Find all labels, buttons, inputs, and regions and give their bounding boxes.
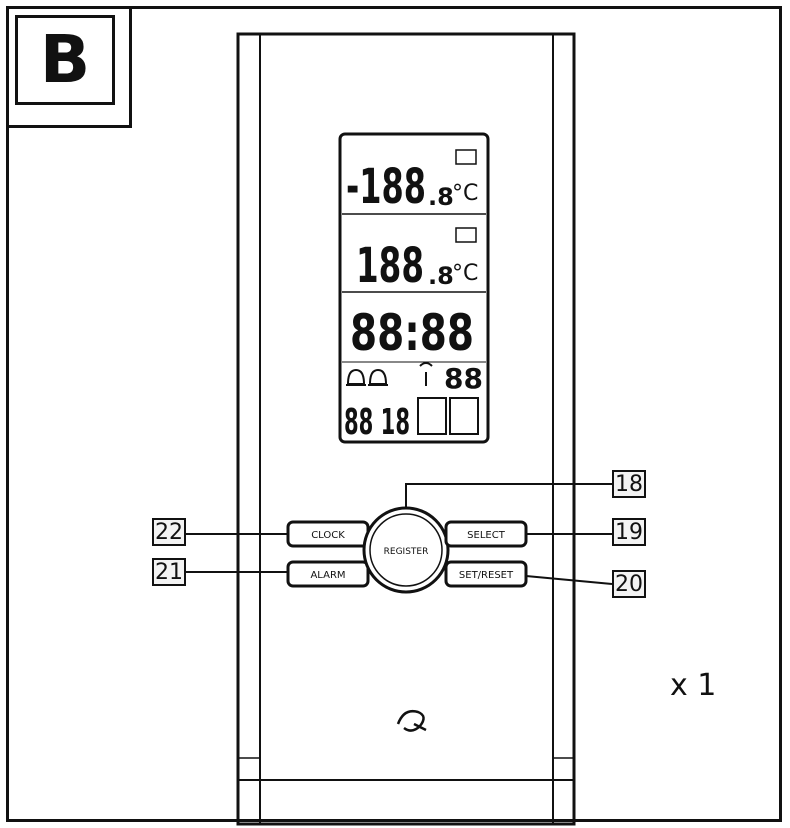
lcd-date: 88 18	[344, 402, 410, 443]
set-reset-button-label: SET/RESET	[459, 570, 514, 581]
alarm-button[interactable]: ALARM	[286, 560, 370, 588]
alarm-button-label: ALARM	[310, 570, 345, 581]
lcd-indoor-decimal: .8	[428, 262, 454, 290]
lcd-weekday-segment-1	[417, 397, 447, 435]
callout-leader-lines	[186, 483, 613, 585]
callout-22-clock: 22	[152, 518, 186, 546]
callout-21-alarm: 21	[152, 558, 186, 586]
lcd-outdoor-decimal: .8	[428, 183, 454, 211]
lcd-weekday-segment-2	[449, 397, 479, 435]
panel-tag-box: B	[15, 15, 115, 105]
lcd-small-digits: 88	[444, 362, 483, 395]
lcd-screen: -188 .8 °C 188 .8 °C 88:88 88 88 18	[338, 132, 490, 444]
clock-button[interactable]: CLOCK	[286, 520, 370, 548]
lcd-alarm1-icon	[346, 368, 366, 386]
callout-18-register: 18	[612, 470, 646, 498]
callout-20-set-reset: 20	[612, 570, 646, 598]
quantity-label: x 1	[670, 668, 717, 703]
lcd-time: 88:88	[350, 304, 474, 362]
device-body	[236, 32, 576, 826]
lcd-outdoor-signal-icon	[455, 149, 477, 165]
lcd-indoor-temp: 188	[356, 238, 424, 294]
set-reset-button[interactable]: SET/RESET	[444, 560, 528, 588]
brand-logo-icon	[396, 710, 427, 732]
panel-frame	[6, 6, 782, 822]
register-button[interactable]: REGISTER	[362, 506, 450, 594]
lcd-outdoor-temp: -188	[346, 159, 426, 215]
select-button-label: SELECT	[467, 530, 506, 541]
lcd-antenna-icon	[419, 362, 433, 386]
lcd-indoor-signal-icon	[455, 227, 477, 243]
register-button-label: REGISTER	[384, 547, 429, 557]
lcd-alarm2-icon	[368, 368, 388, 386]
callout-19-select: 19	[612, 518, 646, 546]
select-button[interactable]: SELECT	[444, 520, 528, 548]
clock-button-label: CLOCK	[311, 530, 345, 541]
panel-letter: B	[39, 21, 91, 98]
lcd-outdoor-unit: °C	[452, 181, 478, 206]
panel-tag: B	[6, 6, 132, 128]
lcd-indoor-unit: °C	[452, 261, 478, 286]
